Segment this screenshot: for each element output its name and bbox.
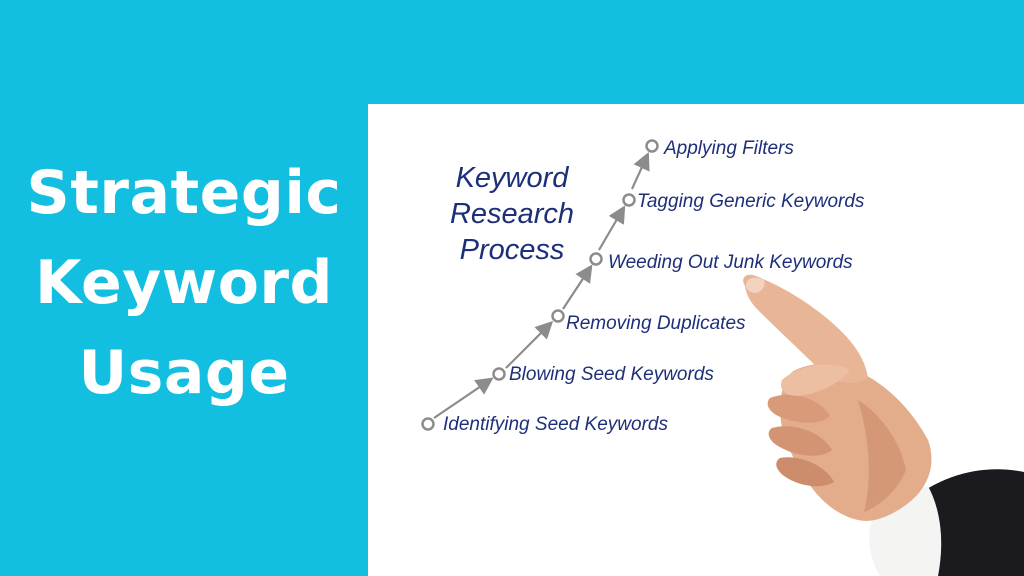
heading-line-2: Keyword [35,248,333,318]
page-heading: Strategic Keyword Usage [0,148,368,418]
process-title: Keyword Research Process [432,160,592,268]
step-arrow-5 [630,151,650,190]
step-node-6 [645,139,659,153]
step-node-2 [492,367,506,381]
heading-line-3: Usage [78,338,290,408]
step-node-4 [589,252,603,266]
step-node-5 [622,193,636,207]
step-label-6: Applying Filters [664,138,794,159]
step-label-3: Removing Duplicates [566,313,746,334]
process-title-line-1: Keyword [455,162,569,194]
step-node-3 [551,309,565,323]
step-label-5: Tagging Generic Keywords [637,191,865,212]
step-label-2: Blowing Seed Keywords [509,364,714,385]
step-arrow-4 [598,205,626,251]
step-label-1: Identifying Seed Keywords [443,414,668,435]
heading-line-1: Strategic [26,158,342,228]
step-arrow-2 [505,320,554,369]
step-node-1 [421,417,435,431]
process-title-line-3: Process [459,234,565,266]
step-arrow-3 [562,264,593,310]
step-arrow-1 [433,377,494,419]
process-title-line-2: Research [449,198,575,230]
pointing-hand-icon [743,274,1024,576]
step-label-4: Weeding Out Junk Keywords [608,252,853,273]
